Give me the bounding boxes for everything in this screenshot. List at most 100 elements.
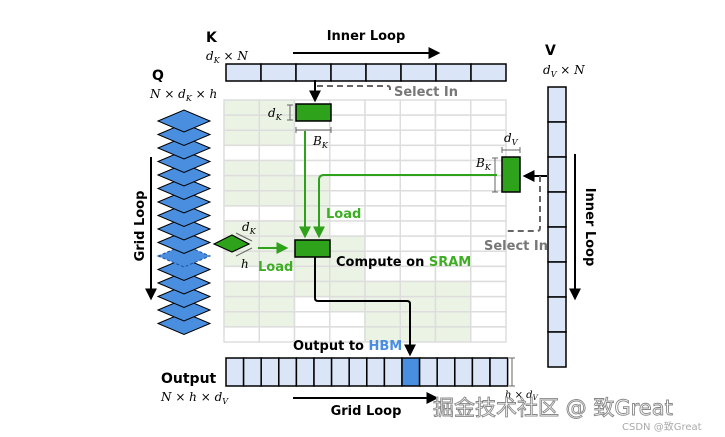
v-title: V (545, 43, 556, 59)
grid-cell (434, 174, 472, 192)
grid-cell (399, 114, 437, 131)
dk-label-k: dK (268, 106, 283, 122)
h-bracket-q (235, 247, 253, 257)
select-in-right-label: Select In (484, 239, 548, 254)
output-height-bracket (509, 357, 515, 387)
v-block (547, 121, 567, 158)
output-to-label: Output to HBM (293, 339, 402, 354)
h-label-q: h (241, 257, 249, 271)
load-v-line (313, 174, 497, 239)
grid-cell (329, 190, 366, 207)
grid-cell (258, 205, 296, 222)
grid-cell (223, 205, 260, 222)
v-block (547, 261, 567, 298)
grid-cell (329, 280, 366, 298)
grid-cell (399, 174, 437, 192)
grid-cell (258, 311, 296, 328)
q-layer (156, 109, 212, 133)
grid-cell (470, 174, 507, 192)
grid-cell (434, 205, 472, 222)
output-block (313, 357, 333, 387)
grid-cell (434, 114, 472, 131)
grid-cell (434, 99, 472, 116)
output-matrix-blocks (225, 357, 509, 387)
k-block (225, 63, 262, 82)
grid-cell (399, 311, 437, 328)
grid-cell (329, 159, 366, 177)
q-layer-highlighted (156, 244, 212, 268)
output-block (471, 357, 491, 387)
grid-cell (223, 190, 260, 207)
grid-cell (434, 295, 472, 313)
output-block (330, 357, 350, 387)
bk-label-v: BK (475, 156, 492, 172)
grid-cell (364, 129, 401, 147)
grid-cell (399, 280, 437, 298)
grid-cell (329, 220, 366, 237)
grid-cell (364, 144, 401, 162)
grid-cell (293, 174, 331, 192)
grid-cell (434, 129, 472, 147)
grid-cell (399, 190, 437, 207)
output-block (418, 357, 438, 387)
dk-label-q: dK (242, 220, 257, 236)
watermark: 掘金技术社区 @ 致Great (433, 396, 673, 420)
grid-cell (470, 220, 507, 237)
dv-label: dV (504, 131, 519, 147)
grid-cell (470, 311, 507, 328)
output-block (242, 357, 262, 387)
grid-cell (329, 235, 366, 252)
grid-cell (399, 159, 437, 177)
grid-cell (399, 129, 437, 147)
dv-bracket (501, 147, 521, 153)
k-block (295, 63, 332, 82)
grid-cell (470, 99, 507, 116)
grid-cell (399, 220, 437, 237)
grid-cell (258, 129, 296, 147)
grid-cell (258, 295, 296, 313)
dk-bracket-k (287, 104, 293, 121)
grid-cell (329, 129, 366, 147)
grid-cell (258, 220, 296, 237)
k-dims: dK × N (206, 49, 248, 65)
output-side-dims: h × dV (505, 390, 539, 402)
grid-cell (399, 144, 437, 162)
k-block (260, 63, 297, 82)
grid-cell (293, 190, 331, 207)
grid-cell (364, 190, 401, 207)
grid-cell (329, 144, 366, 162)
grid-cell (223, 99, 260, 116)
k-block (330, 63, 367, 82)
grid-cell (329, 174, 366, 192)
k-tile (295, 103, 332, 122)
grid-cell (293, 265, 331, 283)
grid-loop-left-label: Grid Loop (133, 191, 148, 262)
output-block (225, 357, 245, 387)
output-block-highlighted (401, 357, 421, 387)
grid-cell (329, 295, 366, 313)
grid-cell (364, 99, 401, 116)
grid-cell (223, 159, 260, 177)
grid-cell (470, 190, 507, 207)
grid-cell (434, 159, 472, 177)
grid-cell (399, 205, 437, 222)
grid-cell (399, 326, 437, 343)
grid-cell (293, 205, 331, 222)
v-block (547, 331, 567, 368)
grid-cell (434, 326, 472, 343)
output-block (260, 357, 280, 387)
grid-cell (399, 235, 437, 252)
output-block (383, 357, 403, 387)
v-tile (501, 156, 521, 193)
grid-cell (364, 220, 401, 237)
grid-cell (364, 311, 401, 328)
q-matrix-stack (156, 109, 212, 336)
output-block (454, 357, 474, 387)
q-dims: N × dK × h (149, 87, 217, 103)
bk-label-k: BK (312, 134, 329, 150)
grid-cell (223, 174, 260, 192)
grid-cell (293, 280, 331, 298)
grid-cell (293, 159, 331, 177)
grid-cell (470, 205, 507, 222)
